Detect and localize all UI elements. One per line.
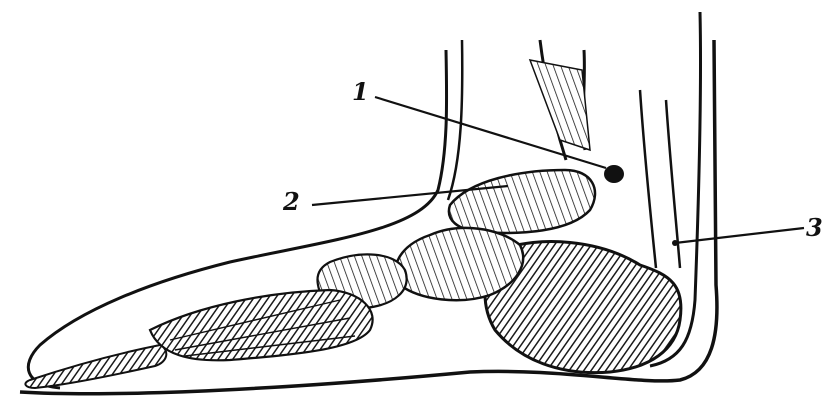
callout-label-1: 1 bbox=[352, 80, 369, 104]
callout-3-leader bbox=[675, 228, 804, 243]
talus-bone bbox=[449, 170, 595, 233]
callout-label-2: 2 bbox=[283, 190, 300, 214]
callout-1-marker bbox=[604, 165, 624, 183]
toe-bones bbox=[25, 345, 166, 388]
callout-label-3: 3 bbox=[806, 216, 823, 240]
fibula-shading bbox=[530, 60, 590, 150]
callout-3-point bbox=[672, 240, 678, 246]
